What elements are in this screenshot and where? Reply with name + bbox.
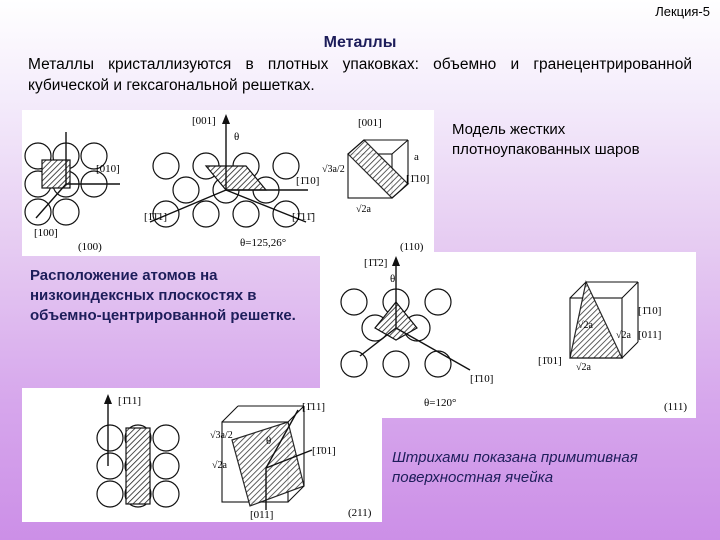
dir-1-10-label: [1̄10] [296,175,319,187]
lecture-label: Лекция-5 [655,4,710,19]
sqrt2a-211: √2a [212,460,227,471]
dir-111-label: [1̄1̄1] [144,211,167,223]
dir-11-1-label: [1̄11̄] [292,211,315,223]
bcc-caption: Расположение атомов на низкоиндексных пл… [30,267,296,324]
dir-112-label: [1̄1̄2] [364,257,387,269]
intro-paragraph: Металлы кристаллизуются в плотных упаков… [28,56,692,94]
cube111-sqrt2a-1: √2a [578,320,593,331]
cube-dir-001: [001] [358,117,382,129]
plane-110-shaded [347,139,409,199]
cube111-dir-r1: [1̄10] [638,305,661,317]
sqrt3a2-211: √3a/2 [210,430,233,441]
plane-110-label: (110) [400,241,424,253]
cube111-sqrt2a-3: √2a [576,362,591,373]
bcc-211-figure: [1̄11] [1̄11] θ [1̄01] [011] √3a/2 √2a (… [96,394,372,521]
bcc-100-110-figure: [010] [100] (100) [001] θ [1̄10] [1̄1̄1]… [24,114,429,253]
slide-title: Металлы [323,34,397,51]
dir-101-211: [1̄01] [312,445,336,457]
theta-211: θ [266,435,271,447]
cube111-dir-r2: [011] [638,329,661,341]
figure-panel-top: [010] [100] (100) [001] θ [1̄10] [1̄1̄1]… [22,110,434,256]
figure-panel-middle: [1̄1̄2] θ [1̄01] [1̄10] θ=120° (111) [1̄… [320,252,696,418]
dir-001-label: [001] [192,115,216,127]
plane-100-label: (100) [78,241,102,253]
dir-111-211-label: [1̄11] [118,395,141,407]
dir-1-10-label-111: [1̄10] [470,373,493,385]
cube111-sqrt2a-2: √2a [616,330,631,341]
plane-211-label: (211) [348,507,372,519]
dir-100-label: [100] [34,227,58,239]
cube-a-label: a [414,151,419,163]
cube-111 [569,281,639,359]
dir-101-label: [1̄01] [538,355,562,367]
primitive-cell-211 [125,427,151,505]
bcc-111-figure: [1̄1̄2] θ [1̄01] [1̄10] θ=120° (111) [1̄… [340,256,687,413]
cube-dir-1-10: [1̄10] [406,173,429,185]
theta-110: θ [234,131,239,143]
dir-011-211: [011] [250,509,273,521]
dir-top-211: [1̄11] [302,401,325,413]
plane-111-label: (111) [664,401,687,413]
figure-panel-bottom: [1̄11] [1̄11] θ [1̄01] [011] √3a/2 √2a (… [22,388,382,522]
plane-111-shaded [569,280,623,359]
dir-010-label: [010] [96,163,120,175]
cube-sqrt2a: √2a [356,204,371,215]
angle-111-label: θ=120° [424,397,456,409]
angle-110-label: θ=125,26° [240,237,286,249]
model-caption: Модель жестких плотноупакованных шаров [452,121,640,158]
cube-sqrt3a2: √3a/2 [322,164,345,175]
hatch-caption: Штрихами показана примитивная поверхност… [392,449,638,486]
theta-111: θ [390,273,395,285]
